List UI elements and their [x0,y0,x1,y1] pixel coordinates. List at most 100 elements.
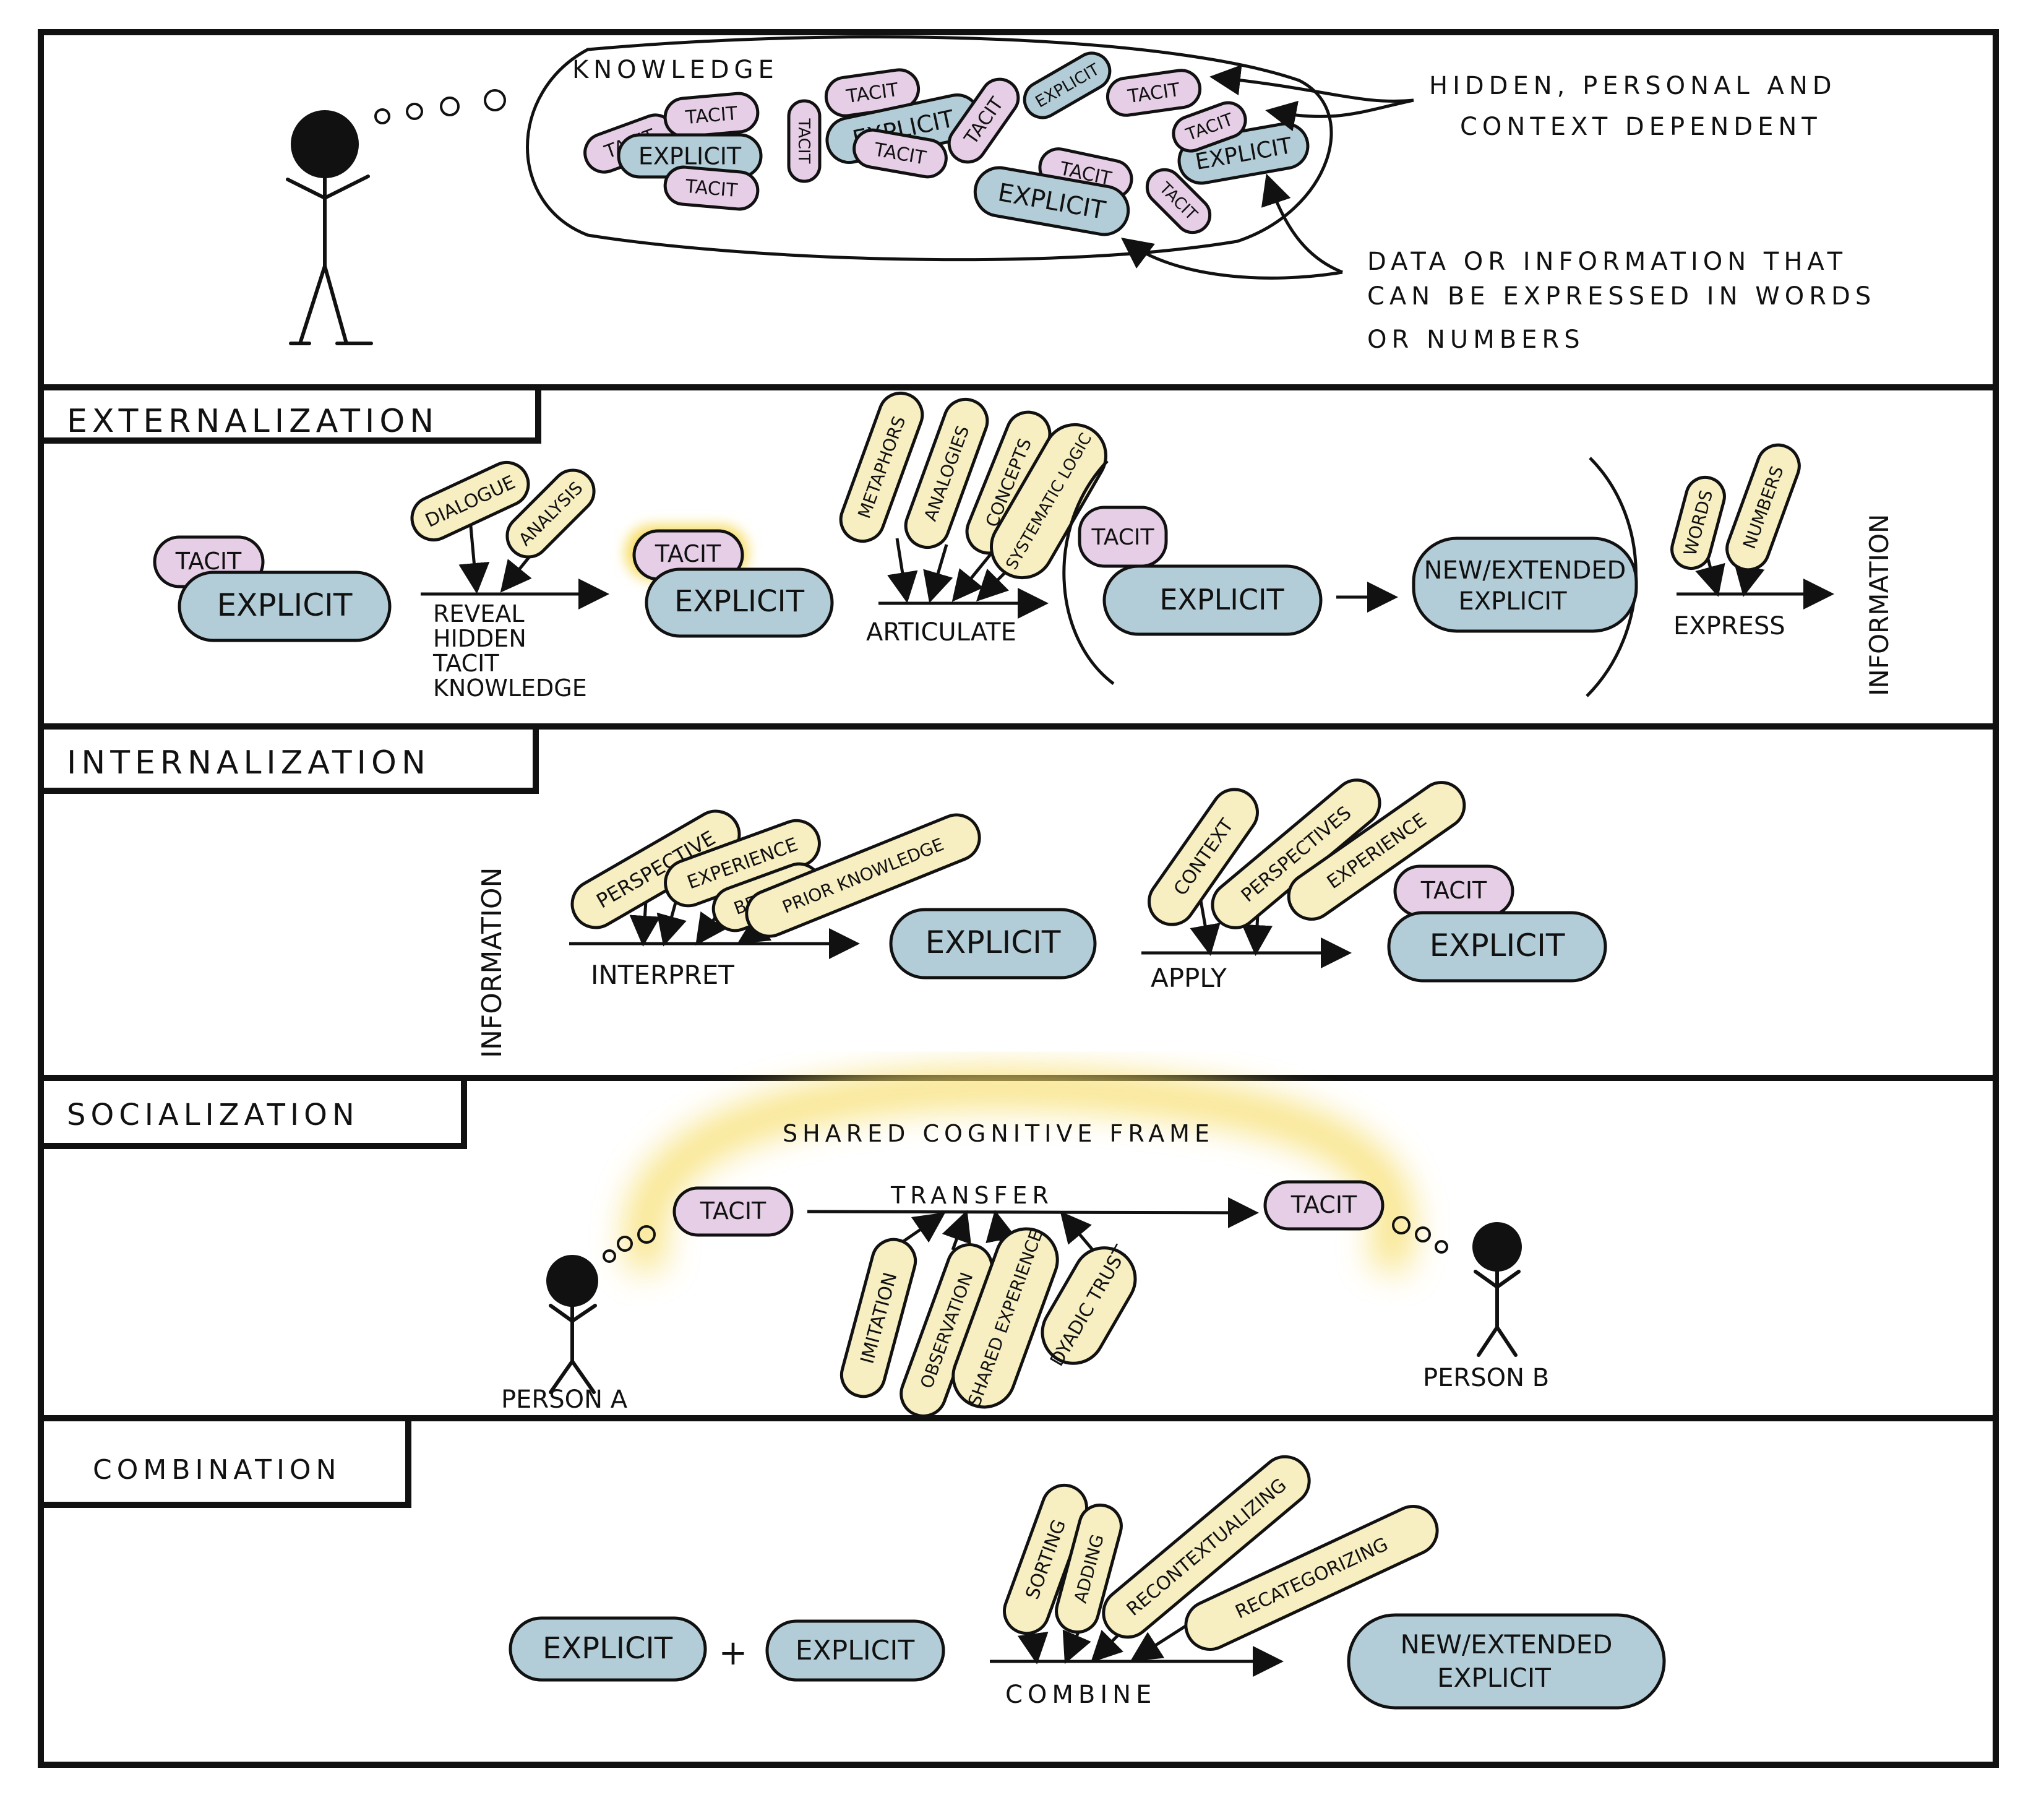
reveal-step-2: HIDDEN [433,625,526,652]
cloud-pill-tacit: TACIT [663,92,760,139]
externalization-title-tab [41,384,541,444]
tacit-note-arrow-2 [1265,98,1414,132]
cloud-pill-tacit: TACIT [787,99,822,183]
ext-new-explicit-line-1: NEW/EXTENDED [1424,556,1626,585]
articulate-label: ARTICULATE [866,618,1016,647]
cloud-pill-tacit-label: TACIT [684,176,739,202]
ext-factors3-pill: WORDS [1670,475,1726,571]
int-factors2-pill-shape [1287,781,1466,921]
ext-tacit-pill-3 [1078,506,1168,568]
socialization-panel: SOCIALIZATION SHARED COGNITIVE FRAME PER… [38,1069,1999,1421]
comb-explicit-label-1: EXPLICIT [543,1631,673,1666]
cloud-pill-tacit: TACIT [824,68,921,118]
tacit-note-line-2: CONTEXT DEPENDENT [1460,113,1822,141]
int-explicit-pill-1 [889,908,1097,980]
int-factors2-pill-shape [1148,788,1259,926]
cloud-pill-tacit: TACIT [1106,69,1202,117]
transfer-label: TRANSFER [890,1182,1054,1209]
person-a-figure [546,1225,656,1394]
thinker-figure [286,89,506,345]
ext-factors3-pill-shape [1670,475,1726,571]
soc-factors-arrow [942,1210,971,1251]
ext-factors1-arrow [458,519,490,594]
cloud-pill-tacit: TACIT [852,128,948,179]
cloud-pills: TACITTACITEXPLICITTACITTACITTACITEXPLICI… [583,51,1310,236]
soc-factors-pill: IMITATION [840,1238,917,1398]
express-label: EXPRESS [1673,612,1785,640]
externalization-title: EXTERNALIZATION [67,403,439,440]
ext-factors2-pill-shape [839,391,924,543]
soc-tacit-pill-b [1263,1180,1385,1231]
tacit-note-line-1: HIDDEN, PERSONAL AND [1429,72,1837,100]
cloud-pill-tacit-shape [852,128,948,179]
soc-factors-pill-shape [951,1227,1059,1409]
ext-tacit-label-2: TACIT [655,540,721,567]
explicit-note-arrow-2 [1120,238,1343,280]
ext-explicit-pill-3 [1102,564,1323,636]
combination-frame [38,1415,1999,1768]
person-b-figure [1392,1216,1522,1357]
cloud-pill-tacit-label: TACIT [794,118,813,164]
soc-factors-pill-shape [840,1238,917,1398]
reveal-step-1: REVEAL [433,600,525,627]
ext-explicit-label-3: EXPLICIT [1159,583,1284,616]
shared-frame-glow [625,1069,1413,1275]
int-factors1-pill-shape [745,813,981,938]
cloud-pill-tacit: TACIT [663,165,760,211]
ext-factors2-pill: METAPHORS [839,391,924,543]
comb-factors-pill-shape [1184,1505,1439,1651]
int-factors2-arrow [1190,897,1221,956]
transfer-arrow [807,1197,1259,1228]
reveal-step-4: KNOWLEDGE [433,674,587,702]
cloud-pill-tacit-shape [663,165,760,211]
internalization-title-tab [41,723,539,794]
socialization-title-tab [41,1075,467,1149]
int-explicit-label-2: EXPLICIT [1430,928,1565,963]
ext-explicit-pill-2 [645,567,834,638]
soc-tacit-label-b: TACIT [1290,1191,1357,1218]
comb-explicit-label-2: EXPLICIT [796,1635,915,1666]
cloud-pill-explicit: EXPLICIT [1023,51,1112,119]
ext-factors2-arrow [951,546,997,602]
comb-explicit-pill-1 [509,1616,707,1682]
person-a-label: PERSON A [501,1385,628,1414]
overview-panel: KNOWLEDGE TACITTACITEXPLICITTACITTACITTA… [38,29,1999,390]
comb-factors-pill: ADDING [1055,1503,1123,1634]
ext-factors2-arrow [887,538,918,603]
comb-factors-pill-shape [1055,1503,1123,1634]
ext-factors2-pill-shape [990,423,1107,580]
comb-plus: + [719,1633,748,1673]
explicit-note-arrow-1 [1261,173,1343,274]
apply-label: APPLY [1151,963,1227,993]
knowledge-label: KNOWLEDGE [572,56,779,84]
knowledge-cloud [526,35,1333,262]
combination-title: COMBINATION [93,1454,341,1486]
externalization-panel: EXTERNALIZATION TACIT EXPLICIT DIALOGUEA… [38,384,1999,730]
ext-information-label: INFORMATION [1864,514,1894,696]
ext-factors2-arrow [923,544,953,603]
cloud-pill-explicit: EXPLICIT [973,166,1130,236]
internalization-title: INTERNALIZATION [67,744,431,782]
left-bracket [1062,460,1115,685]
ext-tacit-label-1: TACIT [175,548,242,575]
cloud-pill-tacit-shape [947,77,1020,164]
explicit-note-line-2: CAN BE EXPRESSED IN WORDS [1367,282,1876,311]
combination-title-tab [41,1415,411,1508]
soc-tacit-label-a: TACIT [700,1197,766,1225]
comb-factors-pill-shape [1102,1455,1311,1639]
interpret-label: INTERPRET [591,960,734,990]
ext-explicit-label-1: EXPLICIT [217,587,353,623]
cloud-pill-explicit-label: EXPLICIT [638,142,742,170]
int-tacit-label: TACIT [1420,877,1487,904]
ext-factors3-arrow [1695,556,1725,597]
ext-factors1-pill-shape [410,461,530,541]
cloud-pill-tacit-shape [787,99,822,183]
combine-label: COMBINE [1005,1681,1156,1709]
cloud-pill-explicit-shape [973,166,1130,236]
tacit-note-arrow-1 [1209,64,1414,103]
ext-factors2-pill-shape [904,397,989,549]
